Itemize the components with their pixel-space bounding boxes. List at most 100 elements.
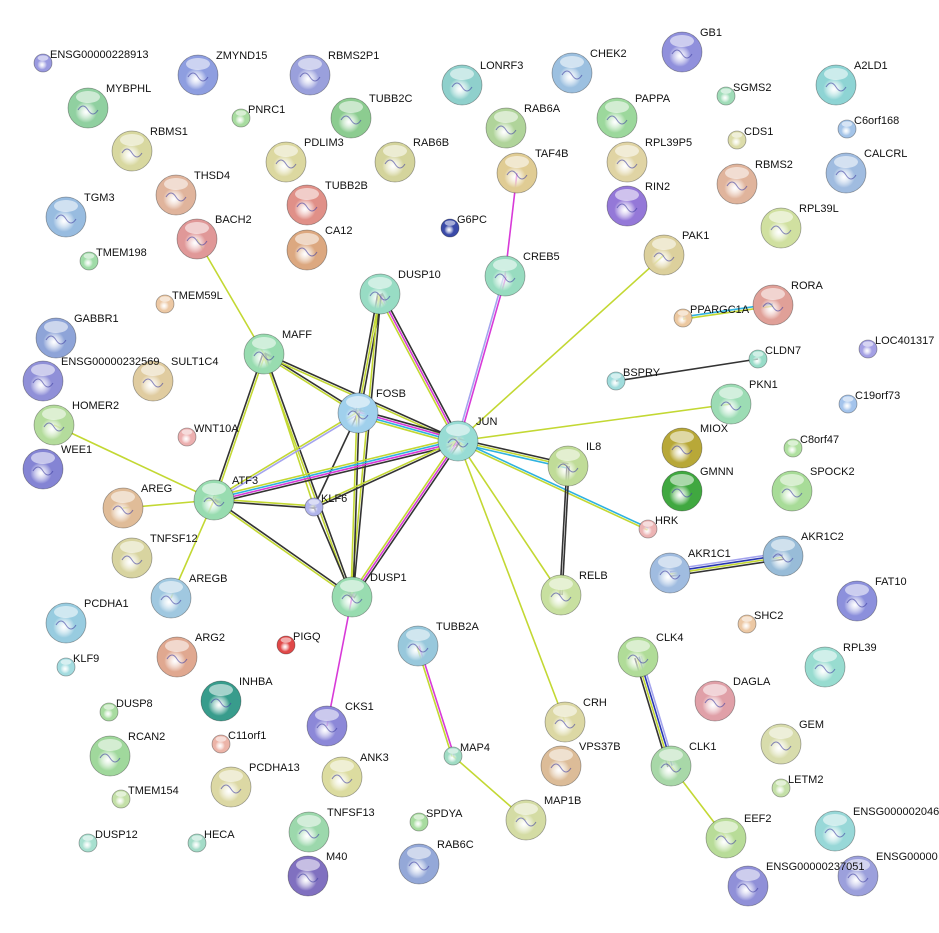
node-tubb2c[interactable] (330, 97, 372, 139)
node-label[interactable]: C19orf73 (855, 390, 900, 402)
node-label[interactable]: CLK4 (656, 632, 684, 644)
node-atf3[interactable] (193, 479, 235, 521)
edge-jun-atf3[interactable] (213, 437, 459, 504)
node-ca12[interactable] (286, 229, 328, 271)
node-label[interactable]: RBMS1 (150, 126, 188, 138)
node-rcan2[interactable] (89, 735, 131, 777)
node-label[interactable]: DUSP10 (398, 269, 441, 281)
node-mybphl[interactable] (67, 87, 109, 129)
node-label[interactable]: WEE1 (61, 444, 92, 456)
node-tubb2a[interactable] (397, 625, 439, 667)
node-label[interactable]: RAB6C (437, 839, 474, 851)
edge-atf3-homer2[interactable] (53, 424, 215, 501)
node-label[interactable]: LONRF3 (480, 60, 523, 72)
node-label[interactable]: PNRC1 (248, 104, 285, 116)
node-label[interactable]: GABBR1 (74, 313, 119, 325)
node-label[interactable]: HOMER2 (72, 400, 119, 412)
node-label[interactable]: KLF6 (321, 493, 347, 505)
node-cds1[interactable] (727, 130, 747, 150)
node-label[interactable]: C8orf47 (800, 434, 839, 446)
node-clk4[interactable] (617, 636, 659, 678)
node-label[interactable]: PDLIM3 (304, 137, 344, 149)
node-label[interactable]: LOC401317 (875, 335, 934, 347)
node-lonrf3[interactable] (441, 64, 483, 106)
node-label[interactable]: RELB (579, 570, 608, 582)
node-rbms2[interactable] (716, 163, 758, 205)
edge-il8-relb[interactable] (559, 465, 570, 596)
edge-bach2-maff[interactable] (196, 238, 265, 355)
node-label[interactable]: CHEK2 (590, 48, 627, 60)
node-miox[interactable] (661, 427, 703, 469)
node-akr1c1[interactable] (649, 552, 691, 594)
node-rpl39p5[interactable] (606, 141, 648, 183)
node-sgms2[interactable] (716, 86, 736, 106)
node-a2ld1[interactable] (815, 64, 857, 106)
node-letm2[interactable] (771, 778, 791, 798)
node-label[interactable]: AKR1C2 (801, 531, 844, 543)
node-spdya[interactable] (409, 812, 429, 832)
node-label[interactable]: TMEM154 (128, 785, 179, 797)
node-label[interactable]: CRH (583, 697, 607, 709)
node-label[interactable]: PAPPA (635, 93, 671, 105)
edge-fosb-atf3[interactable] (213, 411, 359, 502)
node-label[interactable]: TUBB2B (325, 180, 368, 192)
node-rora[interactable] (752, 284, 794, 326)
node-il8[interactable] (547, 445, 589, 487)
node-m40[interactable] (287, 855, 329, 897)
node-rab6a[interactable] (485, 107, 527, 149)
node-label[interactable]: RBMS2 (755, 159, 793, 171)
edge-jun-creb5[interactable] (456, 275, 507, 442)
node-spock2[interactable] (771, 470, 813, 512)
node-label[interactable]: PCDHA1 (84, 598, 129, 610)
node-label[interactable]: RIN2 (645, 181, 670, 193)
node-label[interactable]: TGM3 (84, 192, 115, 204)
node-pcdha13[interactable] (210, 766, 252, 808)
node-label[interactable]: MIOX (700, 423, 729, 435)
node-label[interactable]: AREGB (189, 573, 228, 585)
node-tubb2b[interactable] (286, 184, 328, 226)
node-label[interactable]: DUSP12 (95, 829, 138, 841)
node-label[interactable]: GB1 (700, 27, 722, 39)
node-label[interactable]: ARG2 (195, 632, 225, 644)
node-label[interactable]: GEM (799, 719, 824, 731)
node-label[interactable]: MAFF (282, 329, 312, 341)
node-chek2[interactable] (551, 52, 593, 94)
node-label[interactable]: CKS1 (345, 701, 374, 713)
node-label[interactable]: LETM2 (788, 774, 823, 786)
node-crh[interactable] (544, 701, 586, 743)
node-label[interactable]: DUSP8 (116, 698, 153, 710)
node-label[interactable]: SPOCK2 (810, 466, 855, 478)
node-c11orf1[interactable] (211, 734, 231, 754)
node-label[interactable]: TAF4B (535, 148, 568, 160)
node-tmem59l[interactable] (155, 294, 175, 314)
node-cks1[interactable] (306, 705, 348, 747)
edge-jun-relb[interactable] (457, 440, 562, 596)
node-shc2[interactable] (737, 614, 757, 634)
node-bach2[interactable] (176, 218, 218, 260)
node-label[interactable]: RPL39 (843, 642, 877, 654)
node-label[interactable]: TUBB2A (436, 621, 479, 633)
node-gem[interactable] (760, 723, 802, 765)
node-tgm3[interactable] (45, 196, 87, 238)
node-thsd4[interactable] (155, 174, 197, 216)
node-label[interactable]: PCDHA13 (249, 762, 300, 774)
edge-dusp1-cks1[interactable] (326, 596, 353, 727)
node-clk1[interactable] (650, 745, 692, 787)
node-c19orf73[interactable] (838, 394, 858, 414)
node-label[interactable]: G6PC (457, 214, 487, 226)
node-akr1c2[interactable] (762, 535, 804, 577)
node-map4[interactable] (443, 746, 463, 766)
node-ensg00000232569[interactable] (22, 360, 64, 402)
edge-atf3-dusp1[interactable] (212, 498, 354, 599)
edge-dusp10-jun[interactable] (377, 292, 461, 443)
node-label[interactable]: FOSB (376, 388, 406, 400)
node-relb[interactable] (540, 574, 582, 616)
node-wee1[interactable] (22, 448, 64, 490)
node-label[interactable]: JUN (476, 416, 497, 428)
edge-fosb-dusp1[interactable] (350, 412, 360, 598)
node-wnt10a[interactable] (177, 427, 197, 447)
node-dusp12[interactable] (78, 833, 98, 853)
node-label[interactable]: ANK3 (360, 752, 389, 764)
node-label[interactable]: ENSG000002046 (853, 806, 939, 818)
node-label[interactable]: RORA (791, 280, 823, 292)
